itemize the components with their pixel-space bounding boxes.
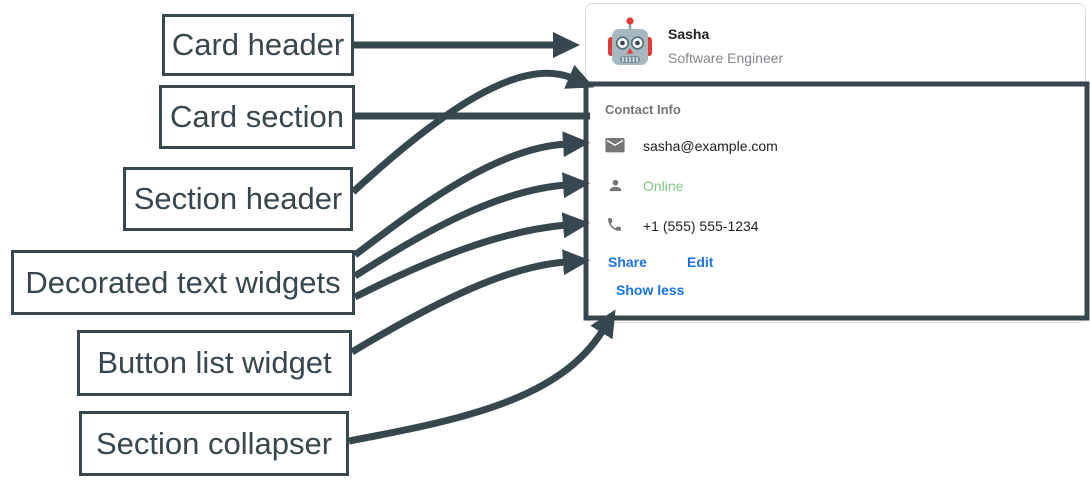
callout-label: Button list widget	[97, 345, 332, 380]
contact-card	[585, 3, 1086, 323]
callout-section-header: Section header	[123, 167, 353, 231]
section-header-arrow	[350, 64, 595, 195]
callout-decorated-text-widgets: Decorated text widgets	[11, 250, 355, 315]
edit-button[interactable]: Edit	[687, 254, 714, 270]
email-text: sasha@example.com	[643, 138, 778, 154]
button-list-arrow	[350, 249, 590, 355]
online-status-text: Online	[643, 178, 684, 194]
callout-section-collapser: Section collapser	[79, 411, 349, 476]
show-less-button[interactable]: Show less	[616, 282, 685, 298]
email-icon	[605, 138, 625, 159]
phone-text: +1 (555) 555-1234	[643, 218, 759, 234]
card-header-name: Sasha	[668, 26, 710, 42]
online-row-arrow	[353, 172, 590, 279]
callout-card-header: Card header	[162, 14, 354, 76]
callout-label: Card header	[171, 27, 345, 62]
section-header-title: Contact Info	[605, 102, 681, 117]
callout-label: Card section	[169, 99, 345, 134]
callout-label: Section collapser	[95, 425, 333, 461]
share-button[interactable]: Share	[608, 254, 647, 270]
email-row-arrow	[352, 131, 590, 258]
phone-row-arrow	[353, 212, 590, 301]
callout-card-section: Card section	[159, 85, 355, 149]
phone-icon	[606, 216, 623, 238]
person-icon	[607, 177, 624, 199]
section-collapser-arrow	[348, 309, 616, 445]
callout-label: Decorated text widgets	[25, 264, 341, 300]
callout-button-list-widget: Button list widget	[77, 330, 352, 396]
card-header-subtitle: Software Engineer	[668, 50, 784, 66]
callout-label: Section header	[133, 181, 343, 216]
robot-avatar	[607, 15, 653, 74]
